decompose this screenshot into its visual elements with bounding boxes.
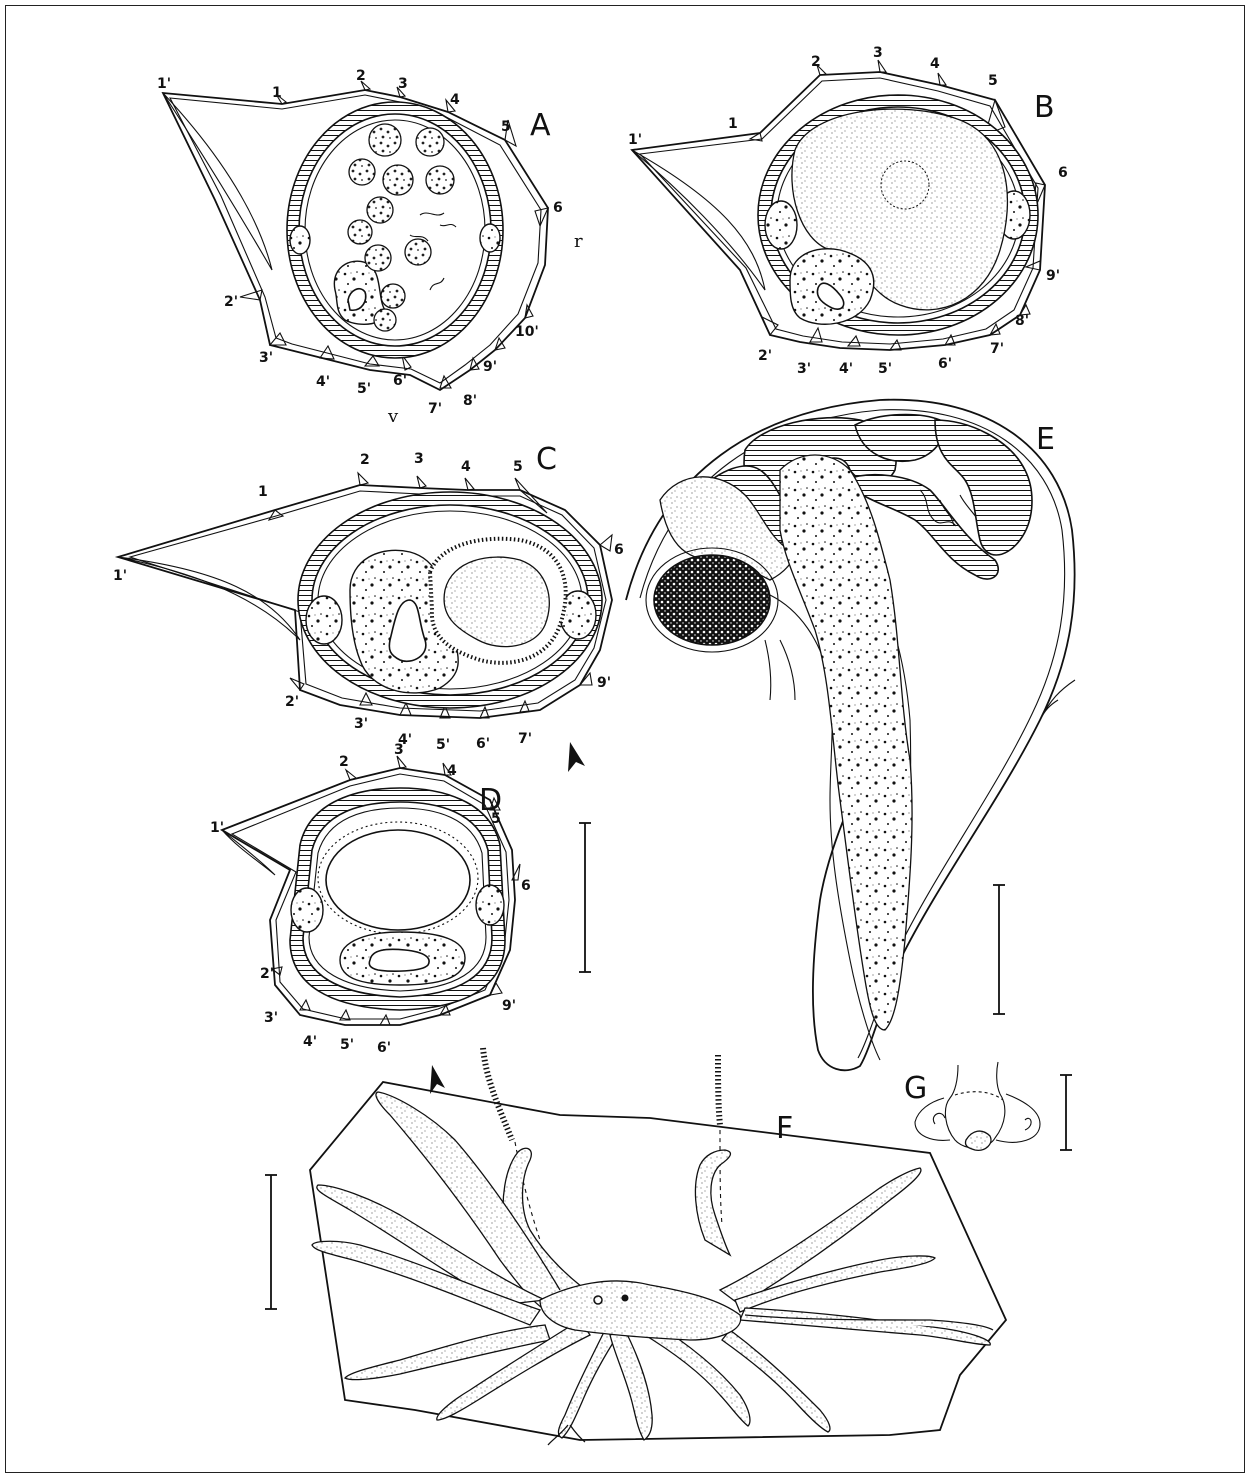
ridge-label: 2 (356, 68, 366, 84)
ridge-label: 9' (502, 998, 516, 1014)
ridge-label: 6' (476, 736, 490, 752)
ridge-label: 5' (357, 381, 371, 397)
panel-g-label: G (904, 1071, 927, 1106)
ridge-label: 6 (553, 200, 563, 216)
ridge-label: 10' (515, 324, 539, 340)
ridge-label: 5 (491, 811, 501, 827)
ridge-label: 4' (839, 361, 853, 377)
ridge-label: 1 (272, 85, 282, 101)
scale-bar-e (993, 885, 1005, 1014)
ridge-label: 1' (628, 132, 642, 148)
ridge-label: 4' (303, 1034, 317, 1050)
panel-e: E (626, 400, 1075, 1071)
scale-bar-abcd (579, 823, 591, 972)
ridge-label: 8' (1015, 313, 1029, 329)
ridge-label: 1 (728, 116, 738, 132)
ridge-label: 2' (285, 694, 299, 710)
ridge-label: 9' (483, 359, 497, 375)
panel-d: D 1' 2 3 4 5 6 2' 3' 4' 5' 6' 9' (210, 742, 531, 1094)
ridge-label: 2' (224, 294, 238, 310)
ridge-label: 7' (518, 731, 532, 747)
panel-c: C 1' 1 2 3 4 5 6 2' 3' 4' 5' 6' 7' 9' (113, 442, 624, 772)
panel-f: F (310, 1048, 1006, 1445)
ridge-label: 9' (1046, 268, 1060, 284)
ridge-label: 3 (394, 742, 404, 758)
panel-a: A 1' 1 2 3 4 5 6 2' 3' 4' 5' 6' 7' 8' 9'… (157, 68, 583, 427)
ridge-label: 3 (414, 451, 424, 467)
arrowhead-marker (430, 1065, 445, 1094)
panel-f-label: F (776, 1111, 793, 1146)
ridge-label: 5' (878, 361, 892, 377)
ridge-label: 2 (811, 54, 821, 70)
ridge-label: 6' (377, 1040, 391, 1056)
ridge-label: 5' (340, 1037, 354, 1053)
ridge-label: 6' (393, 373, 407, 389)
ridge-label: 7' (428, 401, 442, 417)
ridge-label: 4' (316, 374, 330, 390)
panel-b: B 1' 1 2 3 4 5 6 2' 3' 4' 5' 6' 7' 8' 9' (628, 45, 1068, 377)
ridge-label: 3 (873, 45, 883, 61)
ridge-label: 3 (398, 76, 408, 92)
scale-bar-g (1060, 1075, 1072, 1150)
ridge-label: 6 (521, 878, 531, 894)
panel-g: G (904, 1062, 1040, 1150)
panel-c-label: C (536, 442, 557, 477)
ridge-label: 1' (157, 76, 171, 92)
ridge-label: 4 (930, 56, 940, 72)
ridge-label: 3' (259, 350, 273, 366)
ridge-label: 3' (354, 716, 368, 732)
ridge-label: 1' (113, 568, 127, 584)
ridge-label: 5 (513, 459, 523, 475)
ridge-label: 9' (597, 675, 611, 691)
ridge-label: 4 (447, 763, 457, 779)
ridge-label: 5 (501, 119, 511, 135)
panel-a-label: A (530, 108, 551, 143)
orientation-ventral-label: v (387, 406, 399, 427)
panel-e-label: E (1036, 422, 1055, 457)
arrowhead-marker (568, 742, 585, 772)
ridge-label: 6 (1058, 165, 1068, 181)
ridge-label: 3' (797, 361, 811, 377)
ridge-label: 2 (339, 754, 349, 770)
ridge-label: 1 (258, 484, 268, 500)
ridge-label: 8' (463, 393, 477, 409)
ridge-label: 4 (450, 92, 460, 108)
ridge-label: 2' (260, 966, 274, 982)
panel-b-label: B (1034, 90, 1055, 125)
ridge-label: 6' (938, 356, 952, 372)
ridge-label: 1' (210, 820, 224, 836)
ridge-label: 4 (461, 459, 471, 475)
orientation-right-label: r (574, 231, 583, 252)
ridge-label: 7' (990, 341, 1004, 357)
ridge-label: 3' (264, 1010, 278, 1026)
ridge-label: 2 (360, 452, 370, 468)
ridge-label: 2' (758, 348, 772, 364)
ridge-label: 5 (988, 73, 998, 89)
ridge-label: 5' (436, 737, 450, 753)
scale-bar-f (265, 1175, 277, 1309)
ridge-label: 6 (614, 542, 624, 558)
